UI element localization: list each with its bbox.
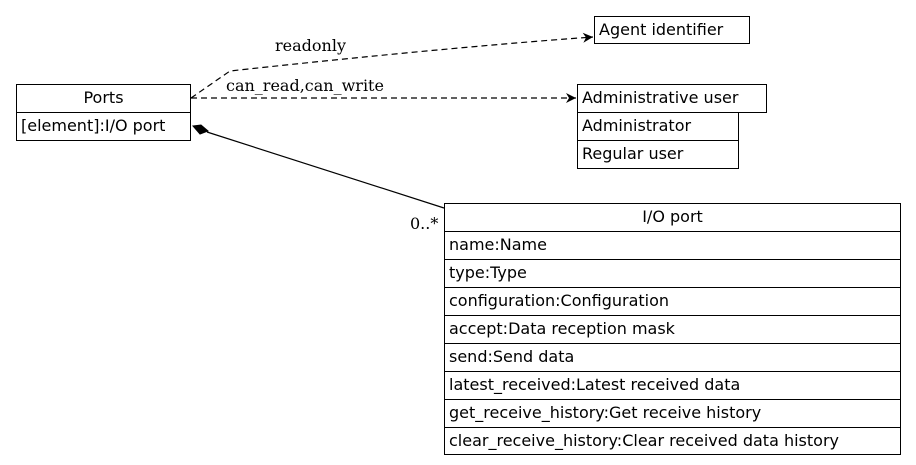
class-ports[interactable]: Ports [element]:I/O port — [16, 84, 191, 141]
class-administrative-user-value-administrator: Administrator — [577, 112, 739, 141]
class-io-port[interactable]: I/O port name:Name type:Type configurati… — [444, 203, 901, 455]
edge-label-multiplicity: 0..* — [410, 214, 439, 233]
class-ports-attribute: [element]:I/O port — [16, 112, 191, 141]
class-administrative-user-title: Administrative user — [577, 84, 767, 113]
class-io-port-attribute-send: send:Send data — [444, 343, 901, 372]
class-io-port-attribute-name: name:Name — [444, 231, 901, 260]
class-io-port-attribute-latest-received: latest_received:Latest received data — [444, 371, 901, 400]
class-io-port-title: I/O port — [444, 203, 901, 232]
edge-composition-line — [206, 131, 445, 209]
edge-label-readonly: readonly — [275, 36, 346, 55]
class-agent-identifier[interactable]: Agent identifier — [594, 16, 750, 44]
edge-readonly-line — [190, 32, 594, 99]
class-io-port-attribute-configuration: configuration:Configuration — [444, 287, 901, 316]
class-io-port-attribute-type: type:Type — [444, 259, 901, 288]
class-io-port-attribute-get-receive-history: get_receive_history:Get receive history — [444, 399, 901, 428]
class-administrative-user[interactable]: Administrative user Administrator Regula… — [577, 84, 767, 169]
edge-label-can-read-write: can_read,can_write — [226, 76, 384, 95]
composition-diamond-icon — [192, 124, 209, 135]
class-io-port-attribute-clear-receive-history: clear_receive_history:Clear received dat… — [444, 427, 901, 455]
class-io-port-attribute-accept: accept:Data reception mask — [444, 315, 901, 344]
class-ports-title: Ports — [16, 84, 191, 113]
class-administrative-user-value-regular-user: Regular user — [577, 140, 739, 169]
class-agent-identifier-title: Agent identifier — [594, 16, 750, 44]
